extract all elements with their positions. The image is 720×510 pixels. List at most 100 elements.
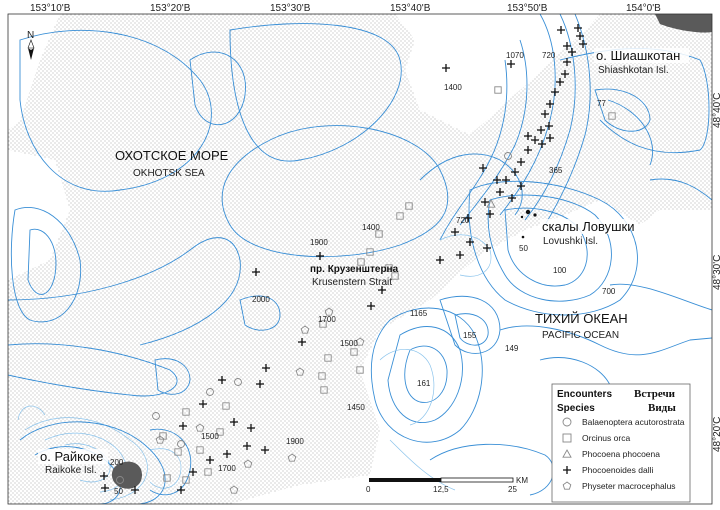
cross-marker (546, 100, 554, 108)
cross-marker (223, 450, 231, 458)
cross-marker (436, 256, 444, 264)
circle-marker (177, 440, 185, 448)
square-marker (356, 366, 364, 374)
cross-marker (563, 58, 571, 66)
legend-item-label: Orcinus orca (582, 433, 630, 443)
square-marker (216, 428, 224, 436)
legend-item-label: Phocoena phocoena (582, 449, 660, 459)
raikoke-label-ru: о. Райкоке (40, 449, 103, 464)
cross-marker (481, 198, 489, 206)
square-marker (396, 212, 404, 220)
depth-label: 155 (463, 331, 477, 340)
square-marker (222, 402, 230, 410)
square-marker (182, 408, 190, 416)
circle-marker (562, 417, 572, 427)
strait-label-ru: пр. Крузенштерна (310, 264, 399, 275)
cross-marker (298, 338, 306, 346)
cross-marker (502, 176, 510, 184)
depth-label: 1900 (310, 238, 328, 247)
cross-marker (243, 442, 251, 450)
okhotsk-sea-en: OKHOTSK SEA (133, 168, 205, 179)
scale-tick-0: 0 (366, 485, 371, 494)
depth-label: 365 (549, 166, 563, 175)
square-marker (319, 320, 327, 328)
longitude-label: 153°10'В (30, 3, 71, 14)
okhotsk-sea-ru: ОХОТСКОЕ МОРЕ (115, 148, 229, 163)
square-marker (204, 468, 212, 476)
square-marker (163, 474, 171, 482)
cross-marker (537, 126, 545, 134)
legend-item-label: Balaenoptera acutorostrata (582, 417, 685, 427)
depth-label: 1500 (201, 432, 219, 441)
longitude-label: 153°40'В (390, 3, 431, 14)
cross-marker (179, 422, 187, 430)
cross-marker (189, 468, 197, 476)
square-marker (608, 112, 616, 120)
square-marker (494, 86, 502, 94)
square-marker (562, 433, 572, 443)
legend-subtitle-en: Species (557, 403, 595, 414)
cross-marker (316, 252, 324, 260)
raikoke-label-en: Raikoke Isl. (45, 465, 97, 476)
square-marker (350, 348, 358, 356)
pentagon-marker (155, 435, 165, 444)
encounter-symbols (100, 24, 616, 494)
cross-marker (101, 484, 109, 492)
cross-marker (100, 472, 108, 480)
shiashkotan-label-en: Shiashkotan Isl. (598, 65, 669, 76)
cross-marker (252, 268, 260, 276)
longitude-label: 154°0'В (626, 3, 661, 14)
depth-label: 1900 (286, 437, 304, 446)
cross-marker (483, 244, 491, 252)
cross-marker (574, 24, 582, 32)
depth-label: 2000 (252, 295, 270, 304)
lovushki-label-ru: скалы Ловушки (542, 219, 635, 234)
pentagon-marker (195, 423, 205, 432)
cross-marker (551, 88, 559, 96)
cross-marker (508, 194, 516, 202)
cross-marker (131, 486, 139, 494)
square-marker (366, 248, 374, 256)
cross-marker (256, 380, 264, 388)
cross-marker (557, 26, 565, 34)
depth-label: 700 (602, 287, 616, 296)
pentagon-marker (295, 367, 305, 376)
depth-label: 161 (417, 379, 431, 388)
legend-item-label: Physeter macrocephalus (582, 481, 676, 491)
circle-marker (116, 476, 124, 484)
cross-marker (524, 132, 532, 140)
cross-marker (479, 164, 487, 172)
lovushki-rocks (520, 209, 537, 239)
depth-label: 1700 (318, 315, 336, 324)
cross-marker (442, 64, 450, 72)
cross-marker (177, 486, 185, 494)
pentagon-marker (355, 337, 365, 346)
pentagon-marker (300, 325, 310, 334)
legend-item-label: Phocoenoides dalli (582, 465, 653, 475)
cross-marker (517, 158, 525, 166)
depth-labels: 1070 720 1400 77 365 720 50 1400 1900 10… (110, 51, 616, 496)
cross-marker (563, 42, 571, 50)
triangle-marker (562, 449, 572, 458)
north-arrow-icon: N (27, 30, 35, 60)
scale-bar: 0 12,5 25 KM (366, 476, 528, 494)
cross-marker (466, 238, 474, 246)
depth-label: 1450 (347, 403, 365, 412)
pacific-ocean-en: PACIFIC OCEAN (542, 330, 619, 341)
depth-label: 1700 (218, 464, 236, 473)
depth-label: 149 (505, 344, 519, 353)
square-marker (182, 476, 190, 484)
cross-marker (511, 168, 519, 176)
latitude-label: 48°20'С (712, 417, 720, 452)
cross-marker (556, 78, 564, 86)
square-marker (357, 258, 365, 266)
depth-label: 1400 (444, 83, 462, 92)
circle-marker (206, 388, 214, 396)
depth-label: 50 (114, 487, 123, 496)
square-marker (320, 386, 328, 394)
circle-marker (234, 378, 242, 386)
cross-marker (563, 466, 571, 474)
square-marker (391, 272, 399, 280)
raikoke-island (111, 461, 142, 489)
